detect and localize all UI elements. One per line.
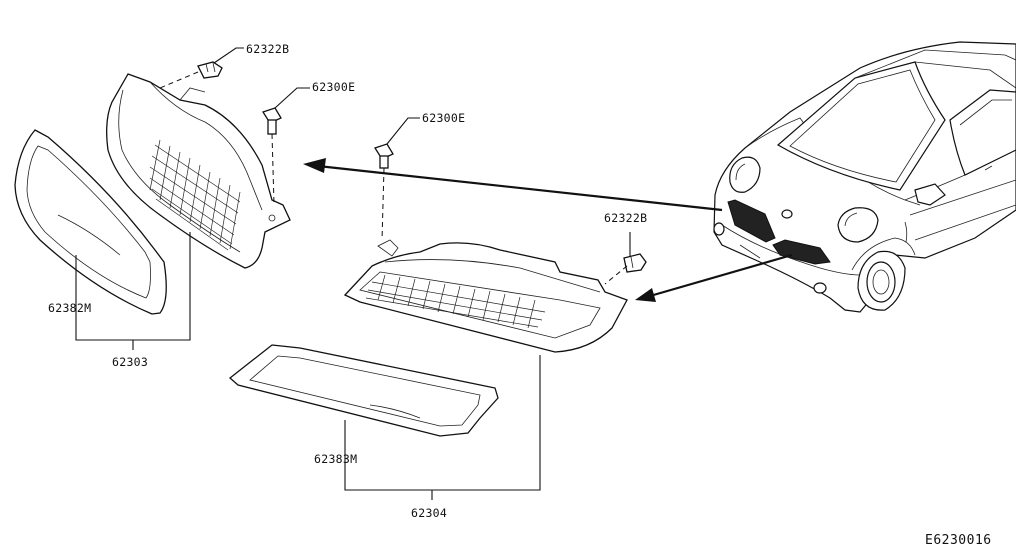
label-finisher-upper: 62382M xyxy=(48,301,91,315)
right-clip-62322B xyxy=(623,253,647,273)
label-clip-right: 62322B xyxy=(604,211,647,225)
label-grille-upper: 62303 xyxy=(112,355,148,369)
label-finisher-lower: 62383M xyxy=(314,452,357,466)
label-clip-upper: 62322B xyxy=(246,42,289,56)
bolt-left-62300E xyxy=(262,107,282,135)
vehicle-illustration xyxy=(713,41,1016,313)
upper-clip-62322B xyxy=(197,61,223,79)
upper-finisher-62382M xyxy=(14,129,167,315)
leader-clip-upper xyxy=(213,47,244,64)
diagram-reference-code: E6230016 xyxy=(925,533,992,548)
label-bolt-right: 62300E xyxy=(422,111,465,125)
bolt-right-62300E xyxy=(374,143,394,169)
lower-finisher-62383M xyxy=(228,344,499,437)
bracket-62304 xyxy=(344,355,541,491)
lower-grille-62304 xyxy=(343,239,628,353)
leader-bolt-right xyxy=(386,117,420,145)
label-grille-lower: 62304 xyxy=(411,506,447,520)
arrow-to-lower-grille xyxy=(635,253,793,302)
label-bolt-left: 62300E xyxy=(312,80,355,94)
upper-grille-62303 xyxy=(106,73,291,269)
leader-bolt-left xyxy=(274,87,310,109)
arrow-to-upper-grille xyxy=(303,158,723,212)
